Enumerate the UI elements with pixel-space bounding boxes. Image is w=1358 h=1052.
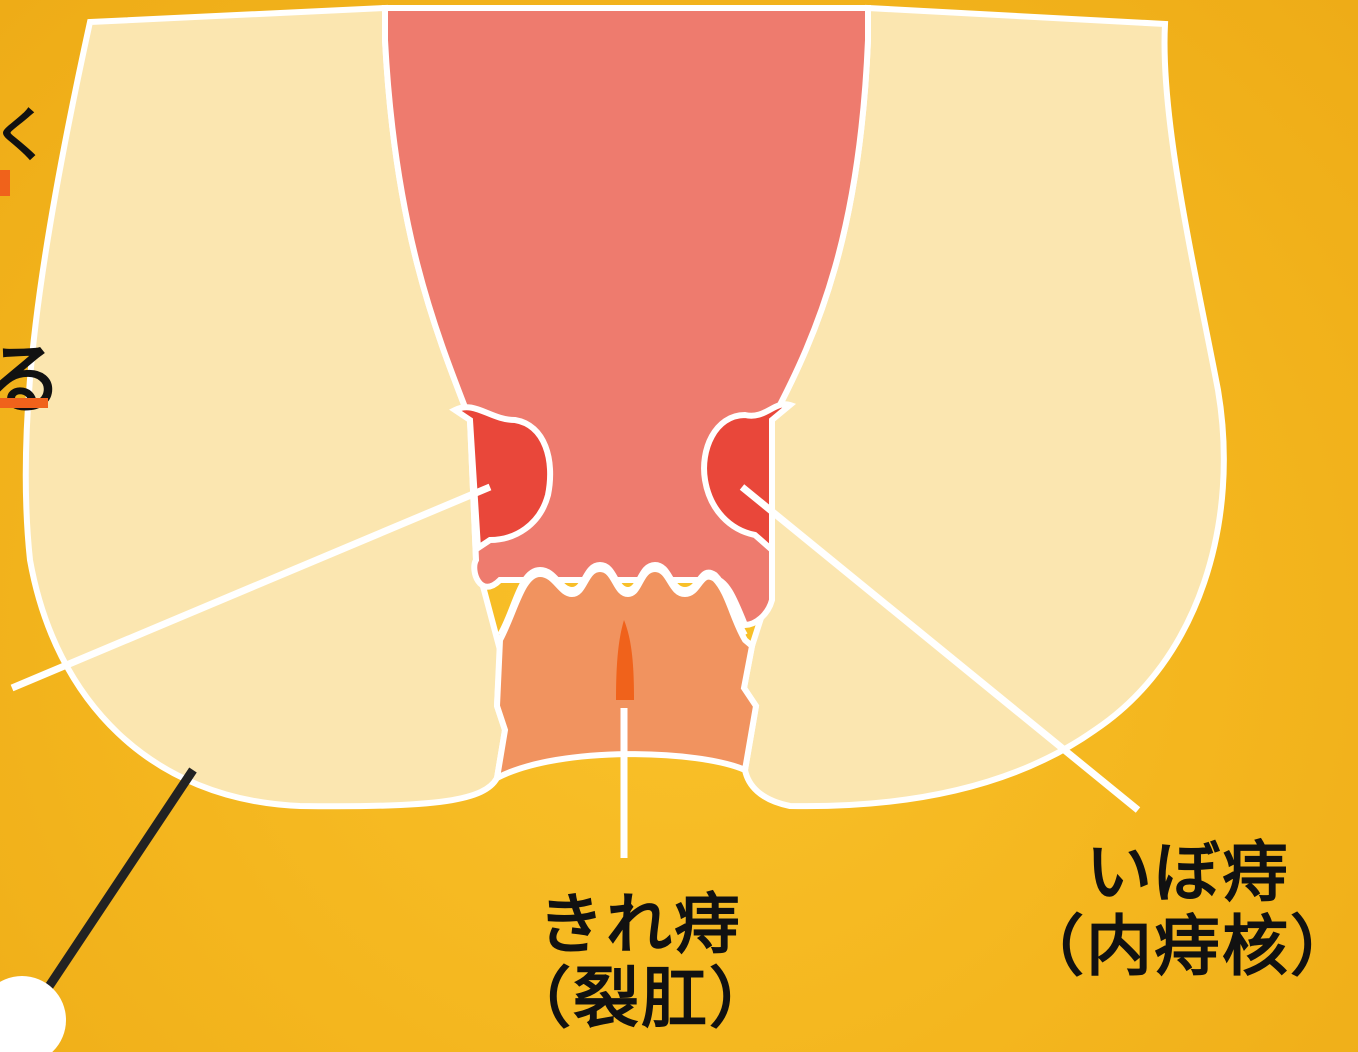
label-fissure-sub: （裂肛） [505,959,777,1037]
label-fissure: きれ痔 （裂肛） [505,888,775,1036]
edge-char-top: く [0,101,51,169]
edge-underline-top [0,170,10,196]
edge-char-bottom: る [0,335,62,424]
label-fissure-name: きれ痔 [538,886,742,963]
pointer-line-left [10,483,492,692]
label-hemorrhoid: いぼ痔 （内痔核） [1018,836,1358,984]
label-hemorrhoid-name: いぼ痔 [1086,834,1290,911]
left-hemorrhoid [449,404,554,554]
label-hemorrhoid-sub: （内痔核） [1018,907,1358,985]
dentate-line [497,561,748,637]
probe-stick [36,767,197,1003]
right-hemorrhoid [701,401,797,557]
anal-fissure [616,620,634,700]
probe-tip [0,976,66,1052]
pointer-line-right [739,484,1141,813]
edge-underline-bottom [0,398,48,408]
